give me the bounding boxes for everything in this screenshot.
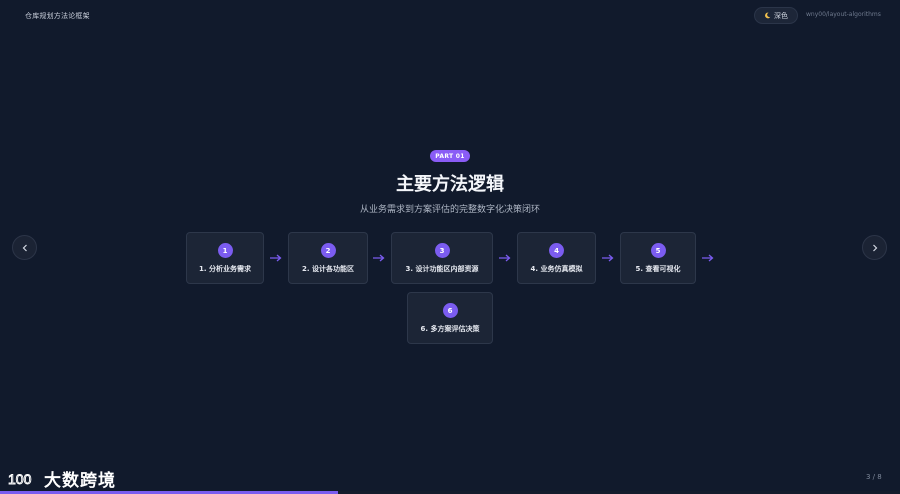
step-label: 2. 设计各功能区 [302, 265, 354, 273]
step-card-5: 5 5. 查看可视化 [620, 232, 696, 284]
step-label: 5. 查看可视化 [635, 265, 681, 273]
step-label: 6. 多方案评估决策 [420, 325, 480, 333]
arrow-right-icon [270, 254, 282, 262]
step-card-2: 2 2. 设计各功能区 [288, 232, 368, 284]
slide-subtitle: 从业务需求到方案评估的完整数字化决策闭环 [359, 205, 540, 215]
theme-toggle-label: 深色 [774, 11, 788, 20]
page-counter: 3 / 8 [866, 473, 882, 481]
step-number: 2 [320, 243, 336, 258]
step-card-4: 4 4. 业务仿真模拟 [517, 232, 596, 284]
step-number: 6 [442, 303, 458, 318]
arrow-right-icon [602, 254, 614, 262]
next-slide-button[interactable] [862, 235, 887, 260]
step-card-1: 1 1. 分析业务需求 [186, 232, 264, 284]
moon-icon [765, 12, 771, 19]
chevron-right-icon [872, 244, 877, 251]
slide-title: 主要方法逻辑 [396, 174, 504, 195]
step-number: 1 [217, 243, 233, 258]
app-title: 仓库规划方法论框架 [25, 12, 90, 20]
part-badge: PART 01 [430, 150, 470, 162]
author-link[interactable]: wny00/layout-algorithms [806, 11, 881, 18]
step-number: 4 [549, 243, 564, 258]
logo-text: 大数跨境 [44, 471, 116, 491]
theme-toggle-button[interactable]: 深色 [754, 7, 798, 24]
step-label: 1. 分析业务需求 [199, 265, 251, 273]
prev-slide-button[interactable] [12, 235, 37, 260]
logo-mark-icon: 100 [8, 470, 32, 487]
step-card-3: 3 3. 设计功能区内部资源 [391, 232, 493, 284]
step-number: 5 [650, 243, 666, 258]
arrow-right-icon [702, 254, 714, 262]
arrow-right-icon [373, 254, 385, 262]
brand-logo: 100 大数跨境 [8, 466, 116, 491]
chevron-left-icon [22, 244, 27, 251]
step-card-6: 6 6. 多方案评估决策 [407, 292, 493, 344]
progress-fill [0, 491, 338, 494]
svg-text:100: 100 [8, 471, 32, 487]
step-label: 3. 设计功能区内部资源 [405, 265, 479, 273]
step-label: 4. 业务仿真模拟 [530, 265, 583, 273]
step-number: 3 [434, 243, 450, 258]
arrow-right-icon [499, 254, 511, 262]
progress-bar [0, 491, 900, 494]
